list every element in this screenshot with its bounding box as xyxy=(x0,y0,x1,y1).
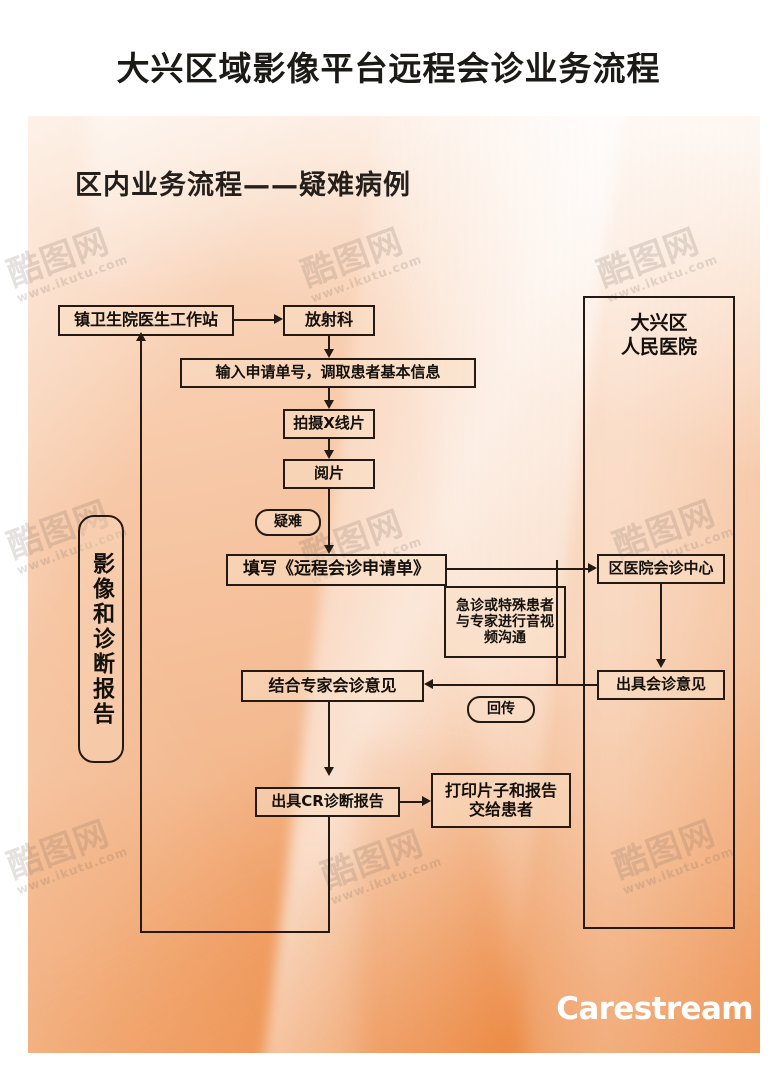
hospital-group-frame xyxy=(583,296,735,929)
node-fill-consult-form[interactable]: 填写《远程会诊申请单》 xyxy=(226,554,447,586)
arrowhead-right xyxy=(274,314,283,324)
brand-logo: Carestream xyxy=(556,991,753,1027)
arrowhead-left xyxy=(424,679,433,689)
connector-crreport-to-print xyxy=(400,801,422,804)
connector-fillform-to-center xyxy=(447,568,588,571)
connector-combine-to-crreport xyxy=(328,702,331,768)
connector-feedback-horizontal xyxy=(140,931,330,934)
connector-input-to-xray xyxy=(328,388,331,401)
arrowhead-right xyxy=(422,796,431,806)
connector-opinion-left-stub xyxy=(583,684,597,687)
node-xray[interactable]: 拍摄X线片 xyxy=(283,409,375,439)
connector-workstation-to-radiology xyxy=(234,319,274,322)
connector-return-join xyxy=(556,684,586,687)
arrowhead-up xyxy=(135,332,146,341)
node-difficult-case[interactable]: 疑难 xyxy=(255,509,321,536)
page-title: 大兴区域影像平台远程会诊业务流程 xyxy=(116,49,661,88)
hospital-group-label: 大兴区 人民医院 xyxy=(583,312,735,360)
connector-readfilm-to-fillform xyxy=(328,489,331,546)
arrowhead-down xyxy=(323,767,334,776)
node-combine-expert-opinion[interactable]: 结合专家会诊意见 xyxy=(241,670,424,702)
node-return-transmission[interactable]: 回传 xyxy=(467,696,535,723)
connector-right-vertical-return xyxy=(556,560,559,686)
node-district-consult-center[interactable]: 区医院会诊中心 xyxy=(597,554,725,584)
connector-feedback-vertical xyxy=(140,341,143,933)
node-av-communication[interactable]: 急诊或特殊患者与专家进行音视频沟通 xyxy=(444,586,566,658)
connector-crreport-down xyxy=(328,817,331,933)
arrowhead-down xyxy=(655,659,666,668)
connector-radiology-to-input xyxy=(328,336,331,350)
node-radiology[interactable]: 放射科 xyxy=(283,305,375,336)
node-issue-opinion[interactable]: 出具会诊意见 xyxy=(597,670,725,700)
arrowhead-down xyxy=(323,349,334,358)
connector-xray-to-readfilm xyxy=(328,439,331,451)
connector-center-to-opinion xyxy=(660,584,663,660)
arrowhead-down xyxy=(323,450,334,459)
arrowhead-down xyxy=(323,400,334,409)
hospital-group-line1: 大兴区 xyxy=(630,312,688,334)
connector-return-to-combine xyxy=(432,684,558,687)
section-subtitle: 区内业务流程——疑难病例 xyxy=(75,170,411,201)
arrowhead-down xyxy=(323,545,334,554)
title-band xyxy=(0,16,777,116)
hospital-group-line2: 人民医院 xyxy=(620,335,697,358)
node-vertical-imaging-report[interactable]: 影像和诊断报告 xyxy=(78,515,124,763)
node-cr-report[interactable]: 出具CR诊断报告 xyxy=(255,787,400,817)
node-read-film[interactable]: 阅片 xyxy=(283,459,375,489)
arrowhead-right xyxy=(588,563,597,573)
node-input-request[interactable]: 输入申请单号，调取患者基本信息 xyxy=(180,358,476,388)
node-township-workstation[interactable]: 镇卫生院医生工作站 xyxy=(58,305,234,336)
node-print-and-deliver[interactable]: 打印片子和报告交给患者 xyxy=(431,773,571,828)
